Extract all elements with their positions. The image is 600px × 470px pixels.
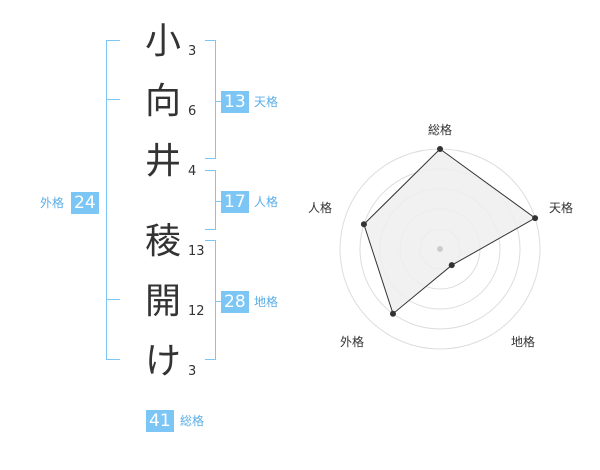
chikaku-bracket-vertical xyxy=(215,240,216,360)
jinkaku-bracket-top xyxy=(205,170,216,171)
gaikaku-badge: 24 xyxy=(71,192,99,214)
jinkaku-bracket-tick xyxy=(215,201,223,202)
name-char-5: 開 xyxy=(144,281,181,322)
gaikaku-bracket-mid-bottom xyxy=(106,299,120,300)
chikaku-label: 地格 xyxy=(254,295,279,309)
radar-point-5 xyxy=(360,221,367,228)
jinkaku-label: 人格 xyxy=(254,195,279,209)
chikaku-bracket-tick xyxy=(215,301,223,302)
name-char-6: け xyxy=(144,341,181,382)
tenkaku-label: 天格 xyxy=(254,95,279,109)
jinkaku-bracket-bottom xyxy=(205,229,216,230)
chikaku-badge: 28 xyxy=(221,291,249,313)
radar-area xyxy=(363,148,537,315)
radar-point-3 xyxy=(448,262,455,269)
radar-point-2 xyxy=(532,215,539,222)
gaikaku-bracket-mid-top xyxy=(106,99,120,100)
radar-point-1 xyxy=(437,146,443,152)
radar-axis-label-jinkaku: 人格 xyxy=(308,200,332,215)
tenkaku-bracket-bottom xyxy=(205,158,216,159)
name-char-3: 井 xyxy=(144,141,181,182)
name-char-2: 向 xyxy=(144,81,181,122)
stroke-count-1: 3 xyxy=(188,44,197,59)
radar-center-dot xyxy=(437,246,443,252)
radar-point-4 xyxy=(389,310,396,317)
gaikaku-bracket-vertical xyxy=(106,40,107,360)
gaikaku-bracket-bottom xyxy=(106,359,120,360)
jinkaku-bracket-vertical xyxy=(215,170,216,230)
tenkaku-badge: 13 xyxy=(221,91,249,113)
radar-axis-label-gaikaku: 外格 xyxy=(340,334,364,349)
radar-axis-label-chikaku: 地格 xyxy=(511,334,535,349)
radar-axis-label-soukaku: 総格 xyxy=(428,122,452,137)
stroke-count-6: 3 xyxy=(188,364,197,379)
gaikaku-bracket-top xyxy=(106,40,120,41)
soukaku-badge: 41 xyxy=(146,410,174,432)
stroke-count-4: 13 xyxy=(188,244,205,259)
name-char-4: 稜 xyxy=(144,221,181,262)
jinkaku-badge: 17 xyxy=(221,191,249,213)
chikaku-bracket-top xyxy=(205,240,216,241)
stroke-count-3: 4 xyxy=(188,164,197,179)
radar-points xyxy=(360,146,539,317)
gaikaku-label: 外格 xyxy=(40,196,65,210)
soukaku-label: 総格 xyxy=(180,414,205,428)
stroke-count-2: 6 xyxy=(188,104,197,119)
tenkaku-bracket-vertical xyxy=(215,40,216,159)
tenkaku-bracket-top xyxy=(205,40,216,41)
stroke-count-5: 12 xyxy=(188,304,205,319)
chikaku-bracket-bottom xyxy=(205,359,216,360)
name-char-1: 小 xyxy=(144,21,181,62)
tenkaku-bracket-tick xyxy=(215,101,223,102)
radar-axis-label-tenkaku: 天格 xyxy=(549,200,573,215)
